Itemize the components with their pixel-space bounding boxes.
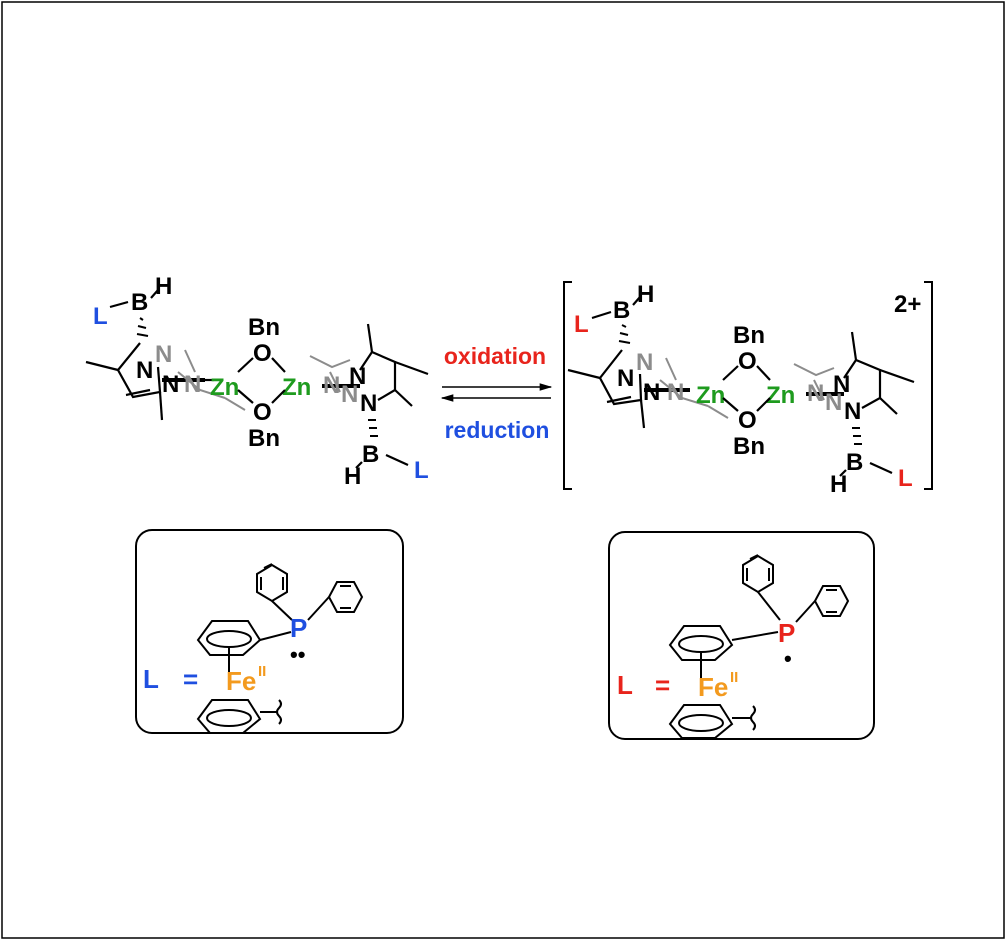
right-back-nitrogen-label-2: N	[667, 379, 684, 406]
left-upper-bl-bond	[109, 300, 129, 309]
right-bn2-label: Bn	[733, 433, 765, 460]
left-upper-bh-bond	[150, 289, 159, 299]
right-upper-pyrazole	[567, 349, 690, 429]
left-upper-hydride-label: H	[155, 273, 172, 300]
left-lower-bh-bond	[355, 461, 363, 469]
left-o2-label: O	[253, 399, 272, 426]
right-bracket	[924, 281, 933, 490]
left-phenyl-1	[256, 563, 293, 621]
left-lower-back-pyrazole	[309, 355, 351, 393]
left-lower-nitrogen-label-2: N	[349, 363, 366, 390]
left-legend-equals: =	[183, 664, 198, 694]
left-bn1-label: Bn	[248, 314, 280, 341]
left-lower-boron-label: B	[362, 441, 379, 468]
left-back-nitrogen-label-1: N	[155, 341, 172, 368]
legend-box-left-frame	[135, 529, 404, 734]
right-zn2o2-bonds	[722, 365, 771, 412]
left-upper-back-pyrazole	[177, 349, 246, 411]
right-phenyl-2	[795, 585, 850, 623]
left-complex: L B H N N N N Zn Zn O O Bn Bn	[85, 273, 429, 490]
right-upper-bn-hash	[618, 324, 631, 344]
left-o1-label: O	[253, 340, 272, 367]
left-upper-boron-label: B	[131, 289, 148, 316]
left-cp-upper	[196, 620, 292, 690]
left-upper-pyrazole	[85, 342, 214, 421]
reduction-label: reduction	[445, 417, 550, 443]
right-cp-upper	[668, 625, 779, 690]
left-bracket	[563, 281, 572, 490]
left-upper-bn-hash	[136, 317, 149, 337]
right-upper-nitrogen-label: N	[617, 365, 634, 392]
left-lower-hydride-label: H	[344, 463, 361, 490]
right-lower-hydride-label: H	[830, 471, 847, 498]
left-lower-nitrogen-label-3: N	[360, 390, 377, 417]
right-upper-boron-label: B	[613, 297, 630, 324]
right-bn1-label: Bn	[733, 322, 765, 349]
left-lower-bn-hash	[368, 419, 378, 437]
right-upper-ligand-label: L	[574, 311, 589, 338]
right-lower-back-pyrazole	[793, 363, 835, 401]
left-back-nitrogen-label-2: N	[184, 371, 201, 398]
left-zn1-label: Zn	[210, 374, 239, 401]
right-iron-label: Fe	[698, 672, 728, 702]
right-upper-bh-bond	[632, 296, 641, 306]
right-radical-dot: •	[784, 646, 792, 671]
left-back-nitrogen-label-3: N	[323, 372, 340, 399]
left-phenyl-2	[307, 581, 364, 621]
right-lower-boron-label: B	[846, 449, 863, 476]
right-iron-oxidation-state: II	[730, 669, 738, 686]
left-cp-lower	[196, 699, 282, 734]
left-iron-oxidation-state: II	[258, 663, 266, 680]
right-lower-nitrogen-label-3: N	[844, 398, 861, 425]
legend-box-right-frame	[608, 531, 875, 740]
right-lower-bl-bond	[869, 461, 893, 475]
left-lower-nitrogen-label: N	[162, 371, 179, 398]
left-legend-ligand-label: L	[143, 664, 159, 694]
left-upper-nitrogen-label: N	[136, 357, 153, 384]
right-lower-ligand-label: L	[898, 465, 913, 492]
right-lower-bh-bond	[839, 469, 847, 477]
right-zn2-label: Zn	[766, 382, 795, 409]
right-lower-nitrogen-label: N	[643, 379, 660, 406]
right-lower-pyrazole	[806, 331, 915, 415]
charge-label: 2+	[894, 291, 921, 318]
right-o1-label: O	[738, 348, 757, 375]
left-lower-pyrazole	[322, 323, 429, 407]
right-lower-bn-hash	[852, 427, 862, 445]
left-phosphorus-label: P	[290, 613, 307, 643]
right-legend-equals: =	[655, 670, 670, 700]
right-zn1-label: Zn	[696, 382, 725, 409]
left-lone-pair: ••	[290, 642, 305, 667]
right-phosphorus-label: P	[778, 618, 795, 648]
right-upper-bl-bond	[591, 310, 612, 320]
right-cp-lower	[668, 704, 756, 739]
left-lower-bl-bond	[385, 453, 409, 467]
right-back-nitrogen-label-4: N	[825, 389, 842, 416]
left-zn2o2-bonds	[237, 357, 286, 404]
left-iron-label: Fe	[226, 666, 256, 696]
right-back-nitrogen-label-1: N	[636, 349, 653, 376]
oxidation-label: oxidation	[444, 343, 546, 369]
left-upper-ligand-label: L	[93, 303, 108, 330]
right-lower-nitrogen-label-2: N	[833, 371, 850, 398]
right-upper-back-pyrazole	[659, 357, 729, 419]
right-complex: 2+ L B H N N N N Zn Zn O O	[563, 281, 933, 498]
equilibrium-arrows: oxidation reduction	[440, 343, 553, 443]
legend-box-left: P •• L = Fe II	[135, 529, 404, 734]
right-o2-label: O	[738, 407, 757, 434]
left-lower-ligand-label: L	[414, 457, 429, 484]
left-zn2-label: Zn	[282, 374, 311, 401]
left-back-nitrogen-label-4: N	[341, 381, 358, 408]
right-phenyl-1	[742, 554, 781, 621]
right-legend-ligand-label: L	[617, 670, 633, 700]
left-bn2-label: Bn	[248, 425, 280, 452]
right-upper-hydride-label: H	[637, 281, 654, 308]
right-back-nitrogen-label-3: N	[807, 380, 824, 407]
legend-box-right: P • L = Fe II	[608, 531, 875, 740]
